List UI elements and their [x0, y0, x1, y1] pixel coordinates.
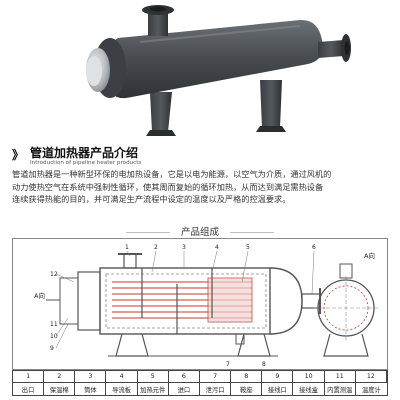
- callout-9: 9: [50, 345, 54, 352]
- callout-10: 10: [50, 333, 58, 340]
- legend-name: 接线盒: [293, 383, 325, 396]
- legend-name: 加热元件: [138, 383, 169, 396]
- legend-name: 接线口: [262, 383, 294, 396]
- callout-1: 1: [125, 244, 129, 251]
- baffle-plates: [141, 268, 213, 334]
- legend-number: 8: [231, 371, 263, 383]
- legend-number: 3: [75, 371, 107, 383]
- junction-box: [59, 277, 79, 325]
- structure-diagram: 1 2 3 4 5 6 7 8 9 10 11 12 A向 A向: [12, 238, 388, 370]
- callout-3: 3: [182, 244, 186, 251]
- section-title: 管道加热器产品介绍: [30, 146, 139, 160]
- callout-2: 2: [154, 244, 158, 251]
- divider-left: [125, 232, 170, 233]
- top-inlet-pipe: [148, 10, 168, 36]
- legend-name: 筒体: [75, 383, 107, 396]
- divider-right: [230, 232, 275, 233]
- insulation-layer: [105, 273, 267, 329]
- section-subtitle: Introduction of pipeline heater products: [30, 160, 142, 166]
- left-support-leg: [150, 92, 172, 132]
- drain-port: [235, 333, 245, 345]
- legend-number: 2: [44, 371, 76, 383]
- legend-number: 7: [199, 371, 232, 383]
- legend-number: 4: [106, 371, 138, 383]
- intro-line: 连续获得热能的目的，并可满足生产流程中设定的温度以及严格的控温要求。: [12, 194, 291, 204]
- heater-cylinder: [105, 19, 323, 99]
- legend-number: 10: [293, 371, 325, 383]
- right-outlet-pipe: [318, 40, 344, 58]
- components-heading: 产品组成: [0, 224, 400, 238]
- intro-line: 管道加热器是一种新型环保的电加热设备，它是以电为能源，以空气为介质，通过风机的: [12, 169, 332, 179]
- legend-number: 11: [324, 371, 356, 383]
- callout-12: 12: [50, 271, 58, 278]
- legend-number: 5: [137, 371, 169, 383]
- legend-number: 9: [262, 371, 294, 383]
- callout-5: 5: [246, 244, 250, 251]
- cross-section-drawing: 1 2 3 4 5 6 7 8 9 10 11 12 A向 A向: [12, 238, 388, 370]
- legend-name: 导流板: [106, 383, 138, 396]
- legend-name: 出口: [13, 383, 45, 396]
- legend-name: 温度计: [361, 387, 381, 394]
- legend-number: 6: [168, 371, 200, 383]
- legend-name: 保温棉: [44, 383, 76, 396]
- pipeline-heater-illustration: [86, 5, 351, 136]
- legend-name: 进口: [169, 383, 200, 396]
- legend-number: 1: [13, 371, 45, 383]
- callout-8: 8: [262, 361, 266, 368]
- callout-6: 6: [312, 244, 316, 251]
- callout-7: 7: [226, 361, 230, 368]
- right-support-leg: [260, 80, 282, 128]
- callout-4: 4: [215, 244, 219, 251]
- intro-paragraph: 管道加热器是一种新型环保的电加热设备，它是以电为能源，以空气为介质，通过风机的 …: [12, 168, 392, 206]
- legend-name: 鞍座: [231, 383, 263, 396]
- product-photo: [0, 0, 400, 138]
- double-chevron-icon: 》: [12, 148, 24, 162]
- intro-line: 动力使热空气在系统中强制性循环，使其周而复始的循环加热，从而达到满足需热设备: [12, 181, 324, 192]
- legend-number: 12: [355, 371, 387, 383]
- heating-elements: [112, 277, 253, 323]
- section-heading: 》 管道加热器产品介绍 Introduction of pipeline hea…: [12, 144, 392, 174]
- callout-11: 11: [50, 321, 58, 328]
- legend-name: 泄污口: [200, 383, 232, 396]
- components-title: 产品组成: [180, 227, 219, 238]
- components-legend-table: 1 2 3 4 5 6 7 8 9 10 11 12 出口 保温棉 筒体 导流板…: [12, 370, 388, 396]
- direction-label-right: A向: [364, 251, 375, 260]
- legend-name: 内置测温: [325, 383, 356, 396]
- direction-label-left: A向: [34, 291, 45, 300]
